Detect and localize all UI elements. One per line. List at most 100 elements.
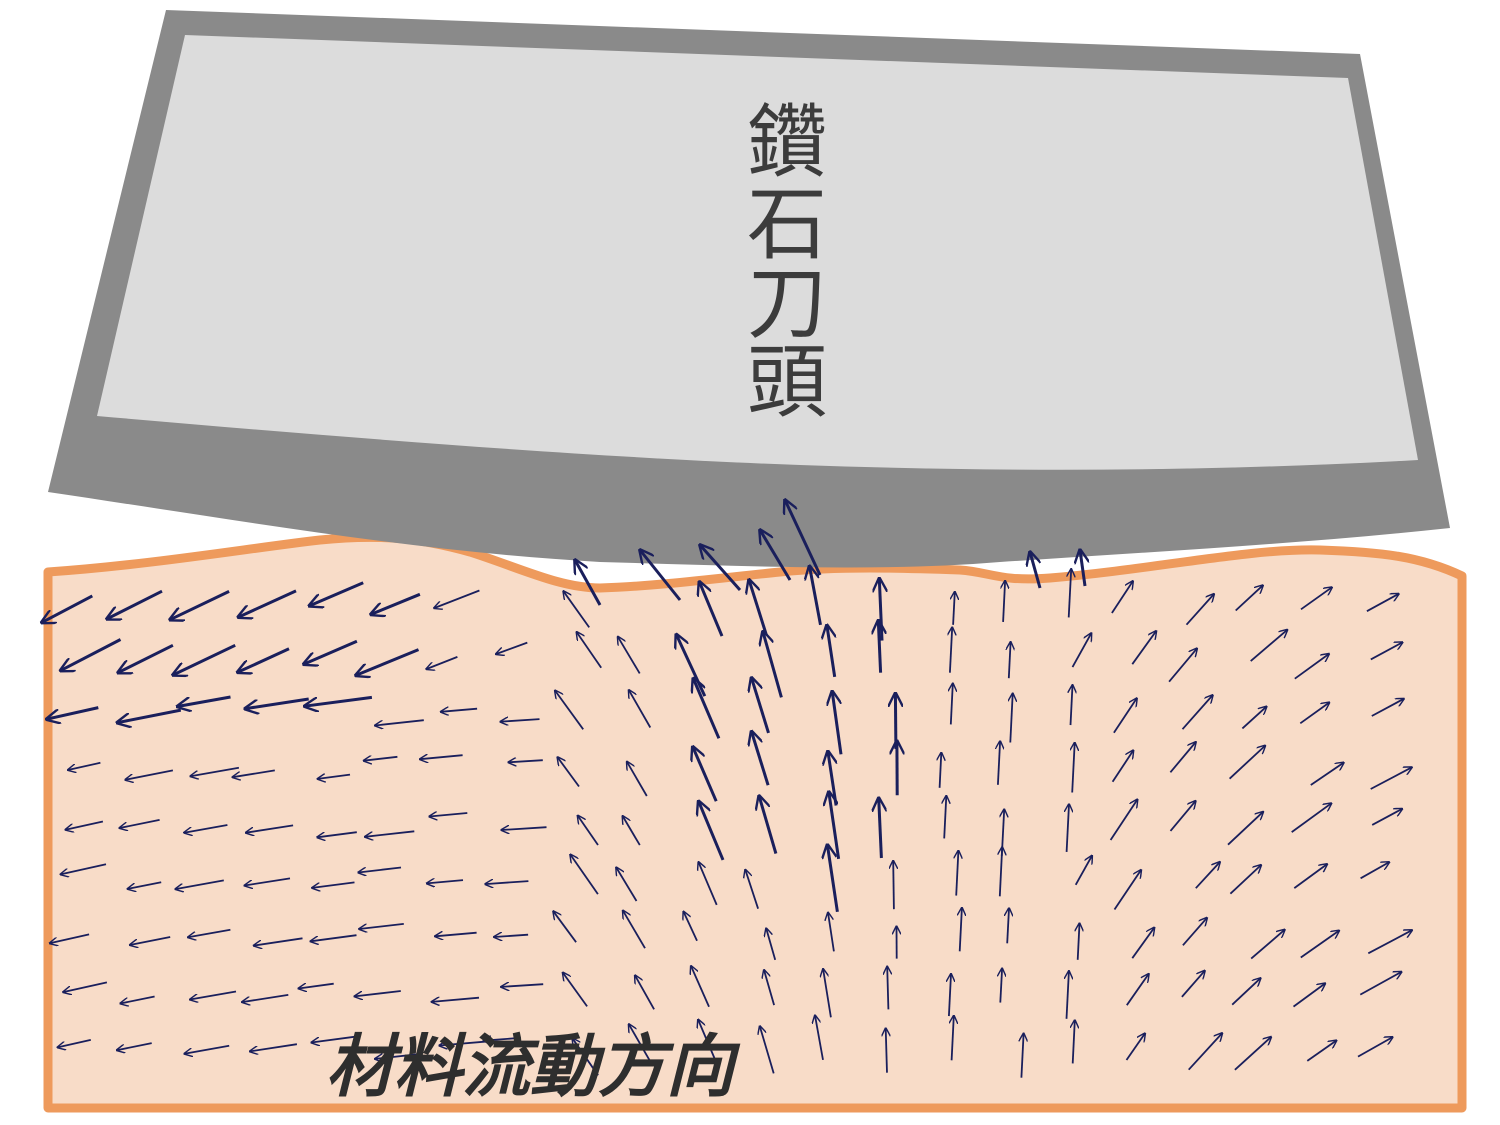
flow-arrow	[364, 757, 398, 761]
flow-arrow	[810, 566, 822, 626]
flow-arrow	[365, 830, 415, 837]
flow-arrow	[815, 1015, 824, 1061]
flow-arrow	[439, 1041, 490, 1045]
flow-arrow	[760, 1026, 775, 1074]
flow-arrow	[1000, 847, 1002, 897]
flow-arrow	[684, 912, 698, 942]
flow-arrow	[1113, 698, 1137, 734]
flow-arrow	[245, 877, 291, 885]
flow-arrow	[640, 550, 682, 601]
flow-arrow	[553, 911, 577, 943]
flow-arrow	[1228, 746, 1266, 780]
flow-arrow	[1294, 654, 1329, 680]
flow-arrow	[749, 580, 768, 636]
flow-arrow	[1071, 685, 1073, 726]
flow-arrow	[578, 816, 599, 846]
tool-inner-face	[97, 35, 1418, 470]
flow-arrow	[572, 1038, 599, 1076]
flow-arrow	[1185, 594, 1215, 626]
flow-arrow	[950, 627, 952, 673]
flow-arrow	[434, 589, 480, 609]
flow-arrow	[1109, 800, 1138, 841]
flow-arrow	[254, 937, 303, 945]
flow-arrow	[508, 760, 543, 762]
flow-arrow	[63, 981, 108, 992]
flow-arrow	[1181, 695, 1213, 730]
flow-arrow	[1181, 971, 1205, 998]
flow-arrow	[184, 1044, 230, 1054]
flow-arrow	[312, 881, 355, 888]
flow-arrow	[1131, 928, 1154, 959]
flow-arrow	[1360, 862, 1390, 880]
flow-arrow	[1235, 585, 1263, 612]
flow-arrow	[1073, 1020, 1075, 1064]
flow-arrow	[1168, 648, 1197, 683]
tool-label-char: 石	[747, 178, 827, 271]
flow-arrow	[1250, 630, 1288, 662]
flow-arrow	[879, 798, 882, 859]
flow-arrow	[107, 589, 163, 619]
flow-arrow	[1113, 870, 1142, 911]
flow-arrow-field	[42, 500, 1412, 1078]
flow-arrow	[693, 679, 721, 739]
flow-arrow	[764, 970, 775, 1006]
flow-arrow	[1250, 930, 1285, 960]
flow-arrow	[699, 862, 718, 906]
flow-arrow	[766, 928, 777, 961]
flow-arrow	[953, 592, 955, 625]
flow-arrow	[175, 879, 224, 889]
flow-arrow	[1131, 631, 1156, 665]
flow-arrow	[1357, 1037, 1393, 1058]
flow-arrow	[629, 690, 652, 728]
flow-arrow	[170, 590, 230, 619]
flow-arrow	[42, 594, 94, 623]
flow-arrow	[759, 796, 778, 855]
flow-arrow	[250, 1043, 298, 1051]
tool-label: 鑽 石 刀 頭	[747, 96, 827, 429]
flow-arrow	[1000, 969, 1002, 1003]
flow-arrow	[1003, 581, 1005, 622]
flow-arrow	[1310, 763, 1344, 786]
flow-arrow	[1188, 1033, 1223, 1071]
flow-arrow	[998, 741, 1000, 785]
flow-arrow	[832, 692, 843, 755]
flow-arrow	[823, 969, 832, 1018]
flow-arrow	[944, 796, 946, 839]
flow-arrow	[1126, 974, 1149, 1006]
flow-arrow	[177, 695, 231, 707]
flow-arrow	[627, 762, 648, 797]
flow-arrow	[358, 866, 402, 873]
flow-arrow	[371, 592, 421, 614]
flow-arrow	[318, 775, 351, 779]
flow-arrow	[500, 719, 540, 722]
flow-arrow	[752, 732, 770, 786]
flow-arrow	[827, 625, 835, 678]
flow-arrow	[305, 695, 373, 706]
flow-arrow	[501, 984, 544, 987]
flow-arrow	[699, 582, 724, 637]
flow-arrow	[1111, 750, 1134, 783]
flow-arrow	[190, 990, 237, 1000]
flow-arrow	[1074, 856, 1092, 886]
flow-arrow	[827, 845, 839, 913]
flow-arrow	[1125, 1033, 1146, 1061]
flow-arrow	[242, 994, 289, 1002]
flow-arrow	[763, 632, 783, 698]
flow-arrow	[952, 1016, 954, 1061]
flow-arrow	[485, 881, 529, 884]
flow-arrow	[1227, 812, 1263, 846]
flow-arrow	[427, 880, 464, 883]
flow-arrow	[895, 693, 896, 750]
flow-arrow	[878, 621, 880, 673]
workpiece-material	[43, 532, 1467, 1113]
flow-arrow	[1306, 1041, 1336, 1062]
flow-arrow	[432, 998, 480, 1002]
flow-arrow	[1366, 594, 1399, 612]
flow-arrow	[355, 990, 401, 996]
flow-arrow	[623, 911, 646, 949]
flow-arrow	[420, 755, 463, 759]
flow-arrow	[951, 684, 953, 725]
flow-arrow	[828, 913, 835, 952]
flow-arrow	[1030, 552, 1042, 589]
